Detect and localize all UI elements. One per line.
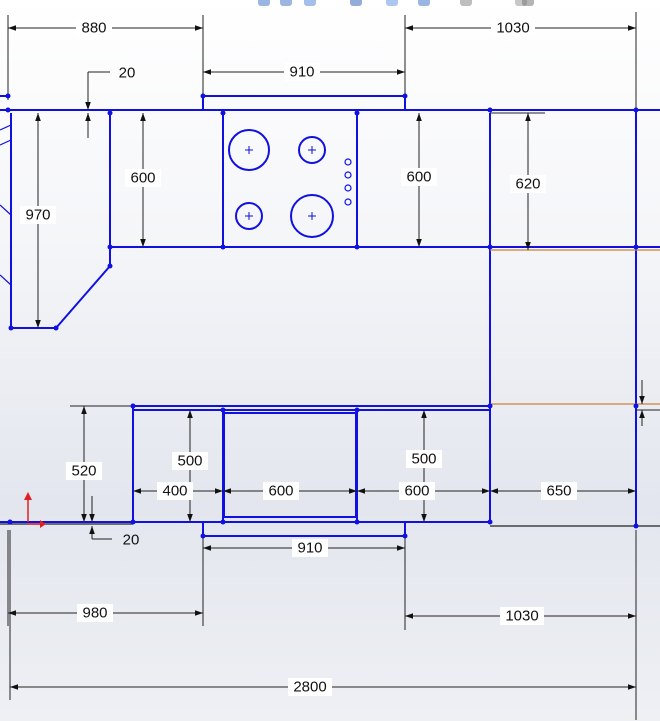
edit-appearance-icon[interactable] bbox=[515, 0, 527, 6]
dim-600-upper-left[interactable]: 600 bbox=[130, 170, 155, 187]
dim-600-upper-right[interactable]: 600 bbox=[406, 169, 431, 186]
kitchen-sketch[interactable] bbox=[0, 95, 660, 537]
dim-980[interactable]: 980 bbox=[82, 605, 107, 622]
dimension-lines[interactable] bbox=[8, 25, 645, 690]
zoom-fit-icon[interactable] bbox=[258, 0, 270, 6]
hide-show-icon[interactable] bbox=[460, 0, 472, 6]
sketch-points bbox=[5, 93, 639, 539]
zoom-area-icon[interactable] bbox=[280, 0, 292, 6]
burner-centers bbox=[245, 146, 316, 220]
apply-scene-icon[interactable] bbox=[522, 0, 534, 6]
dim-600-oven[interactable]: 600 bbox=[268, 483, 293, 500]
view-orientation-icon[interactable] bbox=[386, 0, 398, 6]
dim-500-right[interactable]: 500 bbox=[411, 451, 436, 468]
dim-2800[interactable]: 2800 bbox=[293, 679, 326, 696]
dim-520[interactable]: 520 bbox=[71, 463, 96, 480]
dim-600-lower-right[interactable]: 600 bbox=[404, 483, 429, 500]
previous-view-icon[interactable] bbox=[304, 0, 316, 6]
dim-970[interactable]: 970 bbox=[25, 207, 50, 224]
model-edges bbox=[0, 249, 660, 527]
dim-1030-top[interactable]: 1030 bbox=[496, 20, 529, 37]
dim-20-top[interactable]: 20 bbox=[119, 65, 136, 82]
view-toolbar bbox=[250, 0, 540, 8]
dim-400[interactable]: 400 bbox=[162, 483, 187, 500]
dim-1030-bottom[interactable]: 1030 bbox=[505, 608, 538, 625]
dimension-labels[interactable]: 880 1030 20 910 970 600 600 620 520 500 … bbox=[20, 19, 577, 696]
display-style-icon[interactable] bbox=[418, 0, 430, 6]
dim-880[interactable]: 880 bbox=[81, 20, 106, 37]
dim-620[interactable]: 620 bbox=[515, 176, 540, 193]
dim-910-bottom[interactable]: 910 bbox=[297, 540, 322, 557]
dim-500-left[interactable]: 500 bbox=[177, 453, 202, 470]
origin-axes-icon bbox=[24, 492, 46, 528]
dim-650[interactable]: 650 bbox=[546, 483, 571, 500]
section-view-icon[interactable] bbox=[350, 0, 362, 6]
dim-20-bottom[interactable]: 20 bbox=[123, 532, 140, 549]
dim-910-top[interactable]: 910 bbox=[289, 64, 314, 81]
